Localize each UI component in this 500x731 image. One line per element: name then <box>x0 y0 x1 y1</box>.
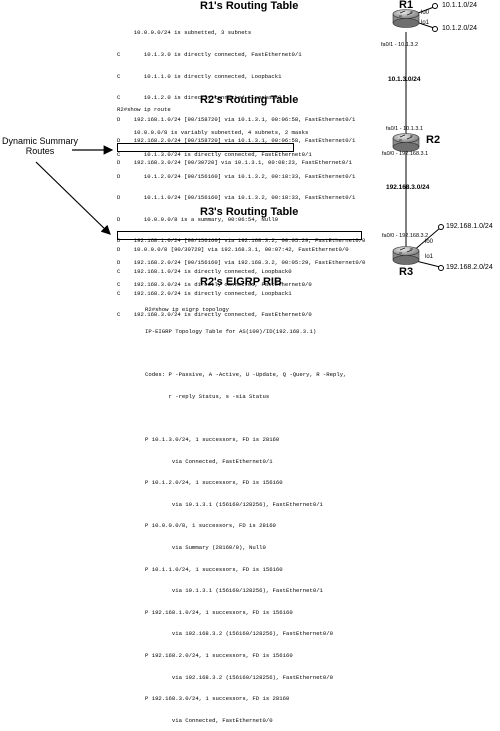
table-line: C 10.1.3.0 is directly connected, FastEt… <box>117 51 302 58</box>
rib-line: via Summary (28160/0), Null0 <box>145 543 266 551</box>
table-line: D 192.168.2.0/24 [90/156160] via 192.168… <box>117 258 366 266</box>
router-r3-label: R3 <box>399 266 414 278</box>
router-r3-icon <box>392 246 420 265</box>
r3-table-output: D 10.0.0.0/8 [90/30720] via 192.168.3.1,… <box>117 232 349 326</box>
callout-label: Dynamic Summary Routes <box>2 136 78 156</box>
r1-lo1-dot <box>432 26 438 32</box>
r3-table-title: R3's Routing Table <box>200 206 299 218</box>
r2-fa01-label: fa0/1 - 10.1.3.1 <box>386 126 423 132</box>
table-line: D 192.168.1.0/24 [90/158720] via 10.1.3.… <box>117 115 356 123</box>
table-line: C 10.1.1.0 is directly connected, Loopba… <box>117 72 282 80</box>
r1-lo0-dot <box>432 3 438 9</box>
rib-line: via 192.168.3.2 (156160/128256), FastEth… <box>145 673 333 681</box>
router-r1-label: R1 <box>399 0 414 11</box>
table-line: D 192.168.1.0/24 [90/156160] via 192.168… <box>117 237 366 245</box>
table-line: C 192.168.1.0/24 is directly connected, … <box>117 268 292 275</box>
table-line: C 192.168.2.0/24 is directly connected, … <box>117 289 292 297</box>
r3-lo1-ip: 192.168.2.0/24 <box>446 264 493 271</box>
callout-line-1: Dynamic Summary <box>2 136 79 146</box>
r3-fa00-label: fa0/0 - 192.168.3.2 <box>382 233 429 239</box>
table-line: C 192.168.3.0/24 is directly connected, … <box>117 311 312 319</box>
rib-line: P 10.1.1.0/24, 1 successors, FD is 15616… <box>145 565 283 573</box>
rib-line: P 10.0.0.0/8, 1 successors, FD is 28160 <box>145 522 276 530</box>
r1-fa01-label: fa0/1 - 10.1.3.2 <box>381 42 418 48</box>
table-line: 10.0.0.0/8 is variably subnetted, 4 subn… <box>117 129 309 137</box>
rib-line <box>145 414 346 421</box>
table-line: C 10.1.2.0 is directly connected, Loopba… <box>117 94 282 102</box>
rib-line: P 192.168.3.0/24, 1 successors, FD is 28… <box>145 695 290 703</box>
callout-line-2: Routes <box>25 146 55 156</box>
r2-fa00-label: fa0/0 - 192.168.3.1 <box>382 151 429 157</box>
table-line: D 10.1.2.0/24 [90/156160] via 10.1.3.2, … <box>117 172 356 180</box>
rib-line: r -reply Status, s -sia Status <box>145 392 270 400</box>
r3-lo1-name: lo1 <box>425 254 434 260</box>
r1-table-title: R1's Routing Table <box>200 0 299 12</box>
table-line: D 10.0.0.0/8 [90/30720] via 192.168.3.1,… <box>117 246 349 254</box>
r2-table-output: 10.0.0.0/8 is variably subnetted, 4 subn… <box>117 115 365 295</box>
rib-title: R2's EIGRP RIB <box>200 276 282 288</box>
router-r2-label: R2 <box>426 134 441 146</box>
table-line: C 10.1.3.0/24 is directly connected, Fas… <box>117 151 312 158</box>
r1-lo0-name: lo0 <box>421 10 430 16</box>
rib-line: Codes: P -Passive, A -Active, U -Update,… <box>145 371 347 379</box>
rib-line: via Connected, FastEthernet0/0 <box>145 716 273 724</box>
r3-summary-highlight <box>117 231 362 240</box>
r1-table-output: 10.0.0.0/24 is subnetted, 3 subnets C 10… <box>117 15 355 173</box>
table-line: D 10.1.1.0/24 [90/156160] via 10.1.3.2, … <box>117 194 356 202</box>
rib-line: P 10.1.2.0/24, 1 successors, FD is 15616… <box>145 479 283 487</box>
table-line: C 192.168.3.0/24 is directly connected, … <box>117 280 312 288</box>
rib-line: IP-EIGRP Topology Table for AS(100)/ID(1… <box>145 328 317 335</box>
r1-lo1-name: lo1 <box>421 20 430 26</box>
r1-lo1-ip: 10.1.2.0/24 <box>442 25 478 32</box>
table-line: D 192.168.3.0/24 [90/30720] via 10.1.3.1… <box>117 158 352 166</box>
rib-line: P 10.1.3.0/24, 1 successors, FD is 28160 <box>145 435 280 443</box>
r3-lo0-dot <box>438 224 444 230</box>
rib-line: R2#show ip eigrp topology <box>145 306 229 314</box>
table-line: D 192.168.2.0/24 [90/158720] via 10.1.3.… <box>117 137 356 145</box>
r3-lo0-line <box>411 227 441 253</box>
r3-lo0-ip: 192.168.1.0/24 <box>446 223 493 230</box>
network-diagram <box>35 3 444 271</box>
rib-line: via 10.1.3.1 (156160/128256), FastEthern… <box>145 587 323 595</box>
callout-arrow-r3 <box>35 161 111 235</box>
r2-show-command: R2#show ip route <box>117 106 171 113</box>
r3-lo0-name: lo0 <box>425 239 434 245</box>
r3-lo1-dot <box>438 265 444 271</box>
rib-line: P 192.168.2.0/24, 1 successors, FD is 15… <box>145 651 293 659</box>
net-10-1-3-label: 10.1.3.0/24 <box>388 76 421 83</box>
r2-table-title: R2's Routing Table <box>200 94 299 106</box>
router-r2-icon <box>392 133 420 152</box>
rib-line: via Connected, FastEthernet0/1 <box>145 457 273 465</box>
table-line: D 10.0.0.0/8 is a summary, 00:06:54, Nul… <box>117 215 279 223</box>
rib-line <box>145 350 346 357</box>
rib-output: R2#show ip eigrp topology IP-EIGRP Topol… <box>145 292 346 731</box>
router-r1-icon <box>392 9 420 28</box>
rib-line: P 192.168.1.0/24, 1 successors, FD is 15… <box>145 608 293 616</box>
r2-summary-highlight <box>117 143 294 152</box>
table-line: 10.0.0.0/24 is subnetted, 3 subnets <box>117 29 252 37</box>
net-192-168-3-label: 192.168.3.0/24 <box>386 184 430 191</box>
r1-lo0-ip: 10.1.1.0/24 <box>442 2 478 9</box>
rib-line: via 10.1.3.1 (156160/128256), FastEthern… <box>145 500 323 508</box>
rib-line: via 192.168.3.2 (156160/128256), FastEth… <box>145 630 333 638</box>
